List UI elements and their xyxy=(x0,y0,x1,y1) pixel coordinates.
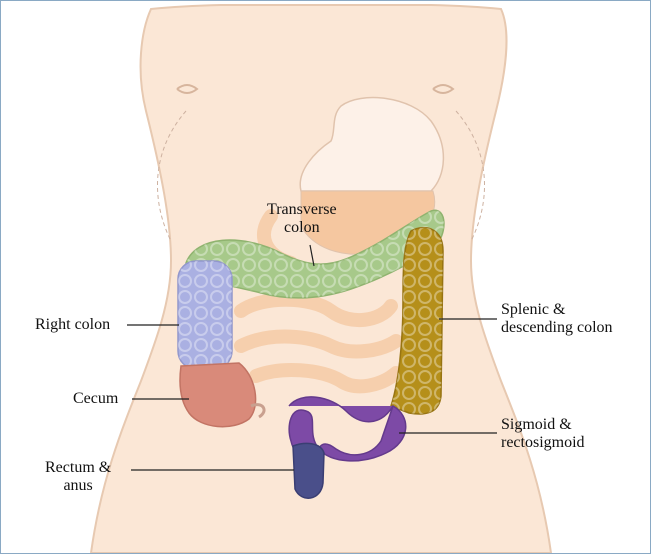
label-transverse-line1: Transverse xyxy=(267,201,337,219)
label-transverse-line2: colon xyxy=(267,219,337,237)
label-splenic-line1: Splenic & xyxy=(501,301,613,319)
rectum-shape xyxy=(293,443,324,498)
label-splenic-line2: descending colon xyxy=(501,319,613,337)
label-splenic-descending: Splenic & descending colon xyxy=(501,301,613,337)
label-sigmoid-line2: rectosigmoid xyxy=(501,434,585,452)
label-sigmoid-line1: Sigmoid & xyxy=(501,416,585,434)
label-rectum-line2: anus xyxy=(45,477,111,495)
label-cecum: Cecum xyxy=(73,390,118,408)
label-transverse-colon: Transverse colon xyxy=(267,201,337,237)
label-right-colon: Right colon xyxy=(35,316,110,334)
label-rectum-line1: Rectum & xyxy=(45,459,111,477)
label-rectum-anus: Rectum & anus xyxy=(45,459,111,495)
label-sigmoid-rectosigmoid: Sigmoid & rectosigmoid xyxy=(501,416,585,452)
